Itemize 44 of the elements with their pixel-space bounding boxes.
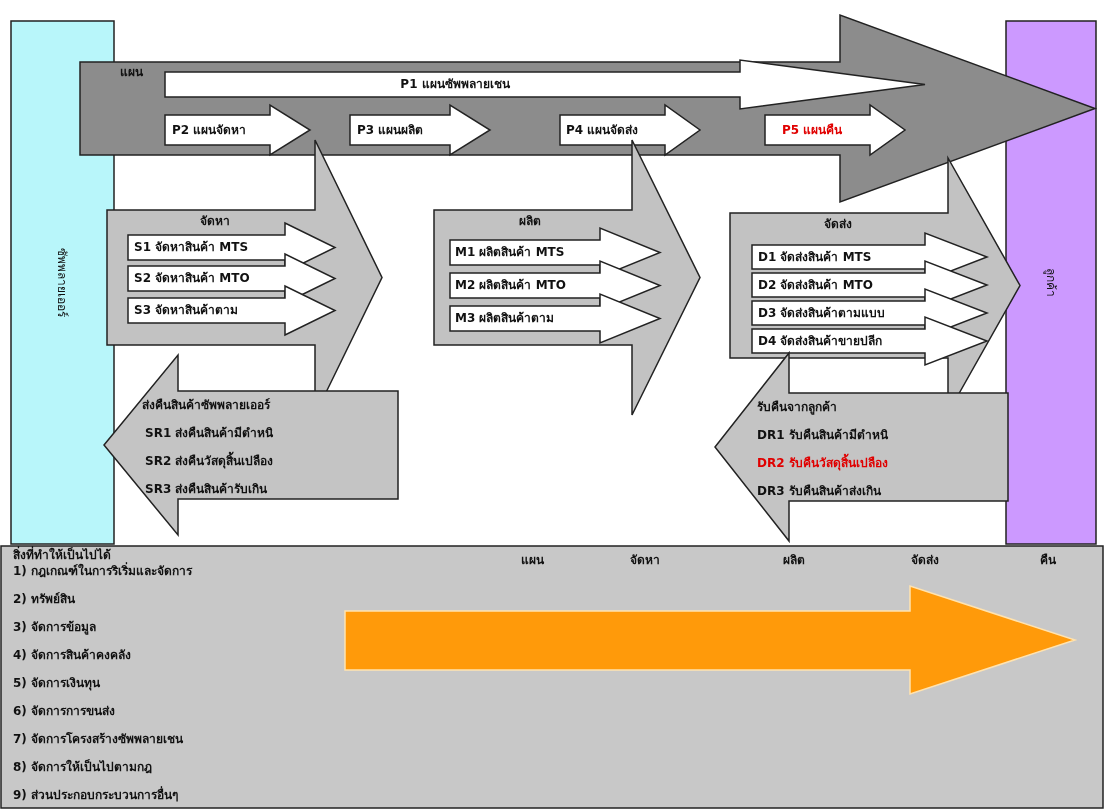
band-title: แผน (120, 64, 143, 80)
list-item: 9) ส่วนประกอบกระบวนการอื่นๆ (13, 787, 178, 803)
stage-label: ผลิต (783, 552, 805, 568)
stage-label: จัดส่ง (911, 552, 939, 568)
arrow-label: D3 จัดส่งสินค้าตามแบบ (758, 305, 886, 321)
arrow-label: S1 จัดหาสินค้า MTS (134, 239, 249, 255)
arrow-label: P5 แผนคืน (782, 122, 843, 138)
list-item: 3) จัดการข้อมูล (13, 619, 96, 635)
arrow-label: SR3 ส่งคืนสินค้ารับเกิน (145, 481, 268, 497)
arrow-label: M1 ผลิตสินค้า MTS (455, 244, 565, 260)
list-item: 7) จัดการโครงสร้างซัพพลายเชน (13, 731, 183, 747)
arrow-label: D2 จัดส่งสินค้า MTO (758, 277, 873, 293)
arrow-label: DR2 รับคืนวัสดุสิ้นเปลือง (757, 455, 888, 471)
list-item: 2) ทรัพย์สิน (13, 591, 75, 607)
arrow-title: ผลิต (519, 213, 541, 229)
arrow-label: DR3 รับคืนสินค้าส่งเกิน (757, 483, 881, 499)
arrow-label: P2 แผนจัดหา (172, 122, 247, 138)
list-item: 6) จัดการการขนส่ง (13, 703, 115, 719)
bar-label: ซัพพลายเออร์ (54, 247, 70, 317)
arrow-label: DR1 รับคืนสินค้ามีตำหนิ (757, 427, 888, 443)
arrow-label: SR1 ส่งคืนสินค้ามีตำหนิ (145, 425, 274, 441)
list-item: 1) กฎเกณฑ์ในการริเริ่มและจัดการ (13, 563, 192, 579)
stage-label: จัดหา (630, 552, 660, 568)
arrow-label: S2 จัดหาสินค้า MTO (134, 270, 250, 286)
arrow-title: จัดหา (200, 213, 230, 229)
arrow-label: M3 ผลิตสินค้าตาม (455, 310, 555, 326)
arrow-label: P3 แผนผลิต (357, 122, 424, 138)
panel-title: สิ่งที่ทำให้เป็นไปได้ (13, 547, 111, 562)
stage-label: แผน (521, 552, 544, 568)
bar-label: ลูกค้า (1043, 267, 1059, 297)
arrow-label: S3 จัดหาสินค้าตาม (134, 302, 239, 318)
arrow-title: ส่งคืนสินค้าซัพพลายเออร์ (142, 397, 270, 413)
arrow-label: M2 ผลิตสินค้า MTO (455, 277, 566, 293)
arrow-title: รับคืนจากลูกค้า (757, 399, 837, 415)
arrow-label: D4 จัดส่งสินค้าขายปลีก (758, 333, 883, 349)
arrow-label: SR2 ส่งคืนวัสดุสิ้นเปลือง (145, 453, 274, 469)
arrow-label: P4 แผนจัดส่ง (566, 122, 639, 138)
arrow-label: P1 แผนซัพพลายเชน (400, 76, 510, 92)
stage-label: คืน (1040, 552, 1056, 568)
list-item: 8) จัดการให้เป็นไปตามกฎ (13, 759, 152, 775)
arrow-title: จัดส่ง (824, 216, 852, 232)
list-item: 5) จัดการเงินทุน (13, 675, 100, 691)
list-item: 4) จัดการสินค้าคงคลัง (13, 647, 131, 663)
arrow-label: D1 จัดส่งสินค้า MTS (758, 249, 872, 265)
